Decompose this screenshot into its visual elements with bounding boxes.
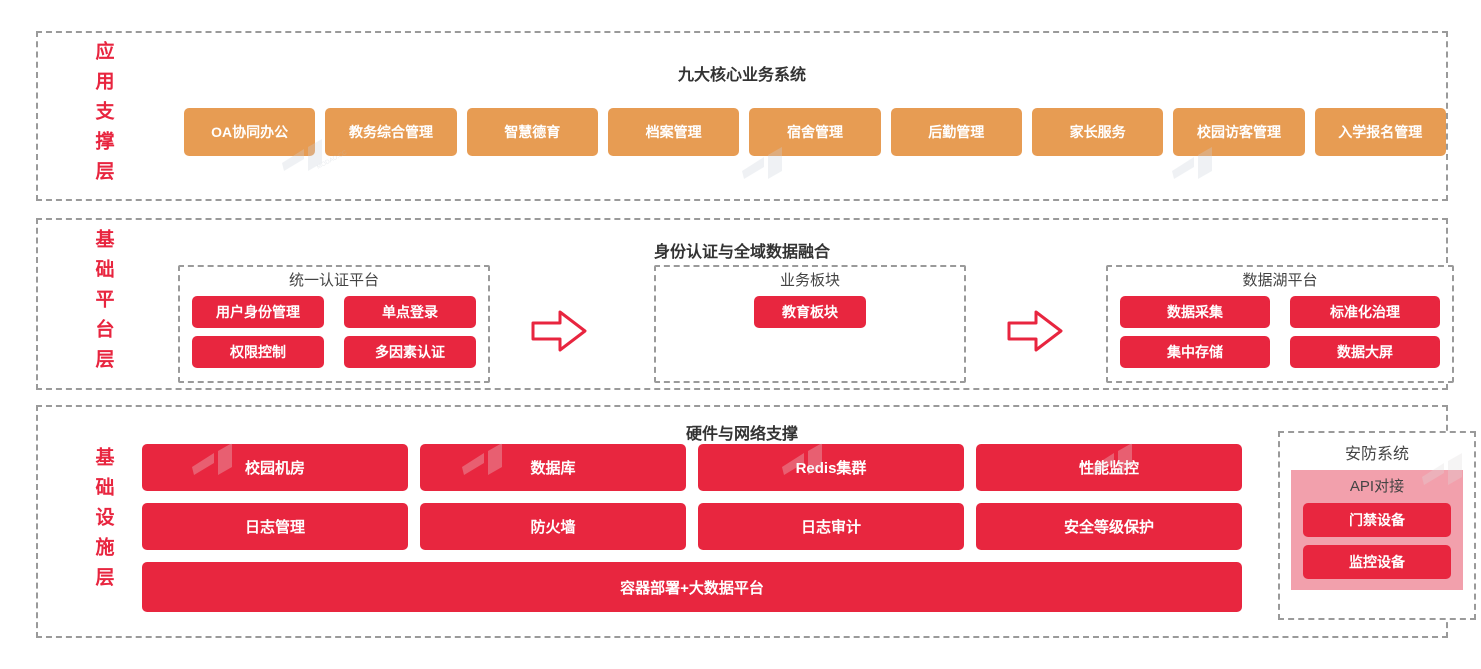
- panel-items-data-lake: 数据采集 标准化治理 集中存储 数据大屏: [1108, 295, 1452, 378]
- infrastructure-grid: 校园机房 数据库 Redis集群 性能监控 日志管理 防火墙 日志审计 安全等级…: [142, 444, 1242, 624]
- bar-container-deploy-bigdata[interactable]: 容器部署+大数据平台: [142, 562, 1242, 612]
- layer-infrastructure: 基础设施层 硬件与网络支撑 校园机房 数据库 Redis集群 性能监控 日志管理…: [36, 405, 1476, 638]
- chip-single-sign-on[interactable]: 单点登录: [344, 295, 476, 328]
- panel-items-unified-auth: 用户身份管理 单点登录 权限控制 多因素认证: [180, 295, 488, 378]
- bar-campus-server-room[interactable]: 校园机房: [142, 444, 408, 491]
- layer-application-support: 应用支撑层 九大核心业务系统 OA协同办公 教务综合管理 智慧德育 档案管理 宿…: [36, 31, 1448, 201]
- layer-label-application-support: 应用支撑层: [80, 33, 126, 199]
- system-chip-parent-service[interactable]: 家长服务: [1031, 108, 1164, 156]
- panel-unified-auth: 统一认证平台 用户身份管理 单点登录 权限控制 多因素认证: [178, 265, 490, 383]
- layer-label-base-platform: 基础平台层: [80, 220, 126, 388]
- panel-business-sector: 业务板块 教育板块: [654, 265, 966, 383]
- system-chip-oa[interactable]: OA协同办公: [184, 108, 316, 156]
- system-chip-logistics[interactable]: 后勤管理: [890, 108, 1022, 156]
- bar-redis-cluster[interactable]: Redis集群: [698, 444, 964, 491]
- chip-access-control-device[interactable]: 门禁设备: [1303, 503, 1451, 537]
- bar-log-management[interactable]: 日志管理: [142, 503, 408, 550]
- bar-performance-monitoring[interactable]: 性能监控: [976, 444, 1242, 491]
- layer-base-platform: 基础平台层 身份认证与全域数据融合 统一认证平台 用户身份管理 单点登录 权限控…: [36, 218, 1454, 390]
- bar-database[interactable]: 数据库: [420, 444, 686, 491]
- system-chip-enrollment[interactable]: 入学报名管理: [1314, 108, 1446, 156]
- infrastructure-row-2: 日志管理 防火墙 日志审计 安全等级保护: [142, 503, 1242, 550]
- panel-security-system: 安防系统 API对接 门禁设备 监控设备: [1278, 431, 1476, 620]
- system-chip-archive[interactable]: 档案管理: [607, 108, 740, 156]
- chip-education-sector[interactable]: 教育板块: [754, 295, 866, 328]
- layer-label-text: 基础设施层: [92, 446, 114, 597]
- chip-data-collection[interactable]: 数据采集: [1120, 295, 1270, 328]
- business-systems-row: OA协同办公 教务综合管理 智慧德育 档案管理 宿舍管理 后勤管理 家长服务 校…: [184, 108, 1446, 156]
- infrastructure-row-1: 校园机房 数据库 Redis集群 性能监控: [142, 444, 1242, 491]
- layer-label-infrastructure: 基础设施层: [80, 407, 126, 636]
- layer-label-text: 基础平台层: [92, 229, 114, 379]
- system-chip-campus-visitor[interactable]: 校园访客管理: [1173, 108, 1305, 156]
- panel-title-business-sector: 业务板块: [779, 272, 840, 289]
- arrow-right-icon: [531, 310, 587, 352]
- panel-title-data-lake: 数据湖平台: [1242, 272, 1318, 289]
- bar-firewall[interactable]: 防火墙: [420, 503, 686, 550]
- system-chip-dormitory[interactable]: 宿舍管理: [749, 108, 881, 156]
- bar-log-audit[interactable]: 日志审计: [698, 503, 964, 550]
- api-integration-label: API对接: [1349, 478, 1405, 495]
- panel-data-lake: 数据湖平台 数据采集 标准化治理 集中存储 数据大屏: [1106, 265, 1454, 383]
- panel-title-unified-auth: 统一认证平台: [288, 272, 379, 289]
- panel-items-business-sector: 教育板块: [656, 295, 964, 338]
- layer-label-text: 应用支撑层: [92, 41, 114, 191]
- api-integration-group: API对接 门禁设备 监控设备: [1291, 470, 1463, 590]
- chip-data-dashboard[interactable]: 数据大屏: [1290, 335, 1440, 368]
- arrow-right-icon: [1007, 310, 1063, 352]
- panel-title-security-system: 安防系统: [1344, 446, 1409, 463]
- layer-title-application-support: 九大核心业务系统: [677, 67, 806, 84]
- chip-multi-factor-auth[interactable]: 多因素认证: [344, 335, 476, 368]
- chip-surveillance-device[interactable]: 监控设备: [1303, 545, 1451, 579]
- system-chip-moral-education[interactable]: 智慧德育: [466, 108, 598, 156]
- infrastructure-row-3: 容器部署+大数据平台: [142, 562, 1242, 612]
- chip-centralized-storage[interactable]: 集中存储: [1120, 335, 1270, 368]
- chip-permission-control[interactable]: 权限控制: [192, 335, 324, 368]
- chip-standardized-governance[interactable]: 标准化治理: [1290, 295, 1440, 328]
- chip-user-identity-management[interactable]: 用户身份管理: [192, 295, 324, 328]
- system-chip-academic-affairs[interactable]: 教务综合管理: [325, 108, 457, 156]
- layer-title-base-platform: 身份认证与全域数据融合: [653, 244, 830, 261]
- bar-security-level-protection[interactable]: 安全等级保护: [976, 503, 1242, 550]
- layer-title-infrastructure: 硬件与网络支撑: [685, 426, 798, 443]
